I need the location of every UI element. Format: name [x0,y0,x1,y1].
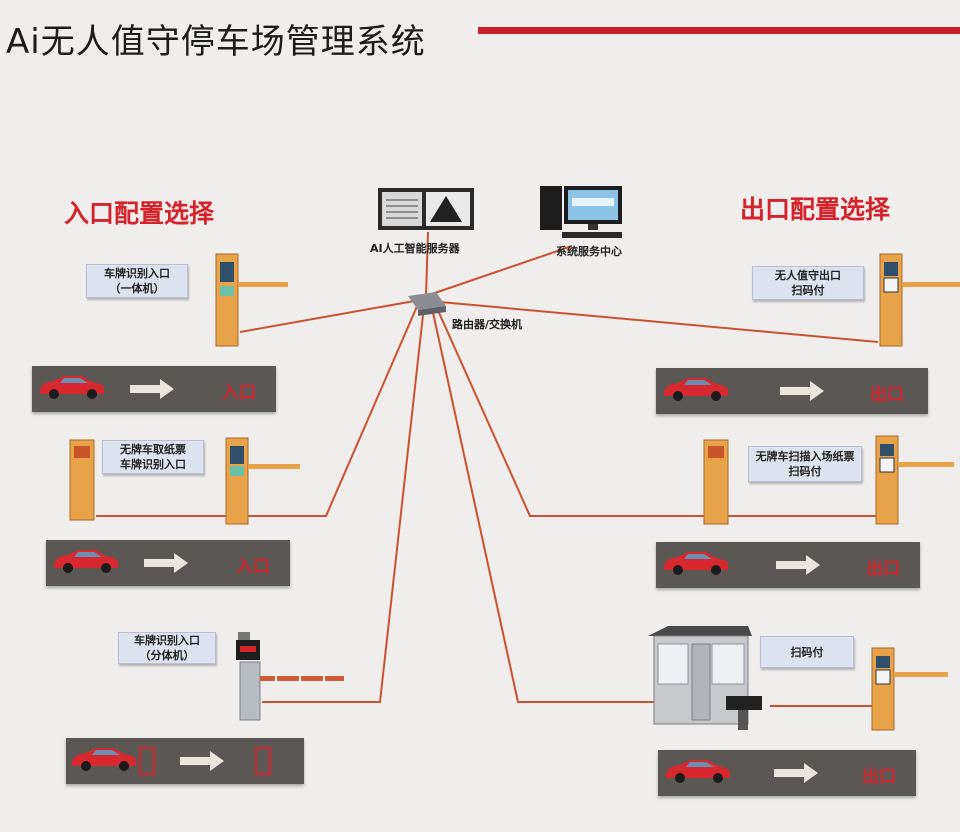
entry-2-arrow-icon [144,553,188,573]
entry-1-line1: 车牌识别入口 [104,267,170,280]
exit-3-line1: 扫码付 [790,645,824,659]
exit-3-lane-label: 出口 [862,767,896,787]
entry-3-line2: （分体机） [139,649,195,662]
network-cables [96,231,879,707]
section-exit-title: 出口配置选择 [740,195,891,224]
entry-3-car-icon [72,748,136,771]
entry-2-callout: 无牌车取纸票 车牌识别入口 [102,440,204,474]
exit-2-scanner-terminal [703,439,729,525]
cable-entry-1 [239,299,421,333]
entry-1-line2: （一体机） [109,282,165,295]
entry-2-car-icon [54,550,118,573]
exit-2-line2: 扫码付 [788,465,822,478]
entry-1-callout: 车牌识别入口 （一体机） [86,264,188,298]
cable-entry-3 [262,305,425,703]
entry-3-line1: 车牌识别入口 [134,634,200,647]
entry-2-barrier-terminal [225,437,300,525]
entry-2-line2: 车牌识别入口 [120,458,186,471]
exit-2-lane-label: 出口 [866,559,900,579]
exit-2-barrier-terminal [875,435,954,525]
exit-2-callout: 无牌车扫描入场纸票 扫码付 [748,446,862,482]
server-label: AI人工智能服务器 [370,242,460,255]
entry-2-line1: 无牌车取纸票 [120,443,186,456]
exit-3-barrier-terminal [871,647,948,731]
server-icon [378,188,474,230]
cable-exit-3-booth [431,307,660,703]
entry-3-detector-marker-2 [255,747,271,775]
entry-3-callout: 车牌识别入口 （分体机） [118,632,216,664]
router-label: 路由器/交换机 [452,318,523,331]
cable-entry-2 [248,303,419,517]
exit-1-line2: 扫码付 [791,284,825,297]
entry-3-camera-pole [236,632,344,721]
exit-2-arrow-icon [776,555,820,575]
section-entry-title: 入口配置选择 [64,199,215,228]
exit-2-line1: 无牌车扫描入场纸票 [755,450,855,463]
title-rule [478,27,960,34]
router-icon [408,292,446,316]
exit-3-toll-booth [648,626,752,725]
entry-2-ticket-dispenser [69,439,95,521]
exit-1-lane-label: 出口 [870,385,904,405]
exit-3-car-icon [666,760,730,783]
exit-2-car-icon [664,552,728,575]
entry-3-detector-marker-1 [139,747,155,775]
exit-1-callout: 无人值守出口 扫码付 [752,266,864,300]
exit-1-line1: 无人值守出口 [775,269,841,282]
entry-1-lane-label: 入口 [222,383,256,403]
cable-exit-1 [439,301,879,343]
exit-3-payment-kiosk [726,696,762,730]
cable-exit-2 [435,305,878,517]
entry-3-arrow-icon [180,751,224,771]
exit-1-car-icon [664,378,728,401]
cable-server [425,231,429,297]
entry-1-car-icon [40,376,104,399]
entry-1-arrow-icon [130,379,174,399]
page-title: Ai无人值守停车场管理系统 [6,22,426,62]
computer-icon [540,186,622,238]
center-label: 系统服务中心 [556,245,622,258]
entry-1-barrier-terminal [215,253,288,347]
cable-center [425,245,573,297]
exit-3-arrow-icon [774,763,818,783]
exit-1-arrow-icon [780,381,824,401]
exit-1-barrier-terminal [879,253,960,347]
exit-3-callout: 扫码付 [760,636,854,668]
entry-2-lane-label: 入口 [236,557,270,577]
